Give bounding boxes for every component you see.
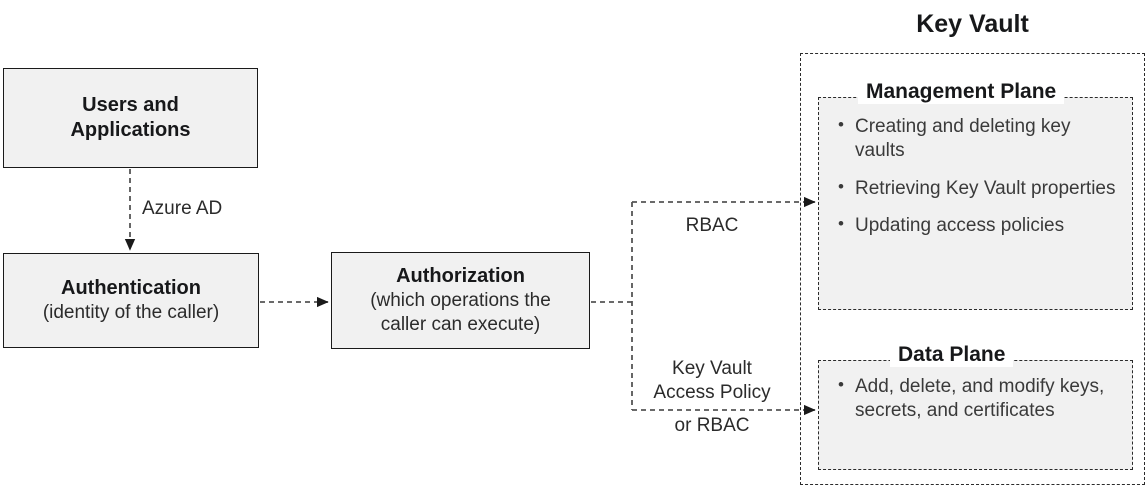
authorization-box: Authorization (which operations the call… (331, 252, 590, 349)
users-box-title-line2: Applications (70, 119, 191, 141)
key-vault-title: Key Vault (916, 10, 1029, 38)
authorization-subtitle-line2: caller can execute) (380, 314, 541, 336)
kvap-line2: Access Policy (653, 382, 771, 404)
authentication-box: Authentication (identity of the caller) (3, 253, 259, 348)
authentication-title: Authentication (61, 276, 201, 299)
management-plane-heading: Management Plane (858, 79, 1065, 105)
management-plane-bullet-list: Creating and deleting key vaults Retriev… (838, 114, 1118, 238)
kvap-line1: Key Vault (672, 358, 752, 379)
authorization-title: Authorization (396, 264, 525, 287)
data-plane-bullet-list: Add, delete, and modify keys, secrets, a… (838, 374, 1123, 424)
data-plane-heading: Data Plane (890, 342, 1014, 368)
list-item: Creating and deleting key vaults (838, 114, 1118, 164)
users-and-applications-box: Users and Applications (3, 68, 258, 168)
connector-label-or-rbac: or RBAC (674, 415, 750, 436)
connector-label-key-vault-access-policy: Key Vault Access Policy (633, 357, 791, 406)
authorization-subtitle-line1: (which operations the (370, 290, 551, 312)
list-item: Add, delete, and modify keys, secrets, a… (838, 374, 1123, 424)
users-box-title-line1: Users and (82, 93, 179, 116)
key-vault-outer-container (800, 53, 1145, 485)
list-item: Retrieving Key Vault properties (838, 176, 1118, 201)
list-item: Updating access policies (838, 213, 1118, 238)
connector-label-rbac: RBAC (685, 215, 739, 236)
connector-label-azure-ad: Azure AD (142, 198, 223, 219)
authentication-subtitle: (identity of the caller) (42, 302, 220, 324)
